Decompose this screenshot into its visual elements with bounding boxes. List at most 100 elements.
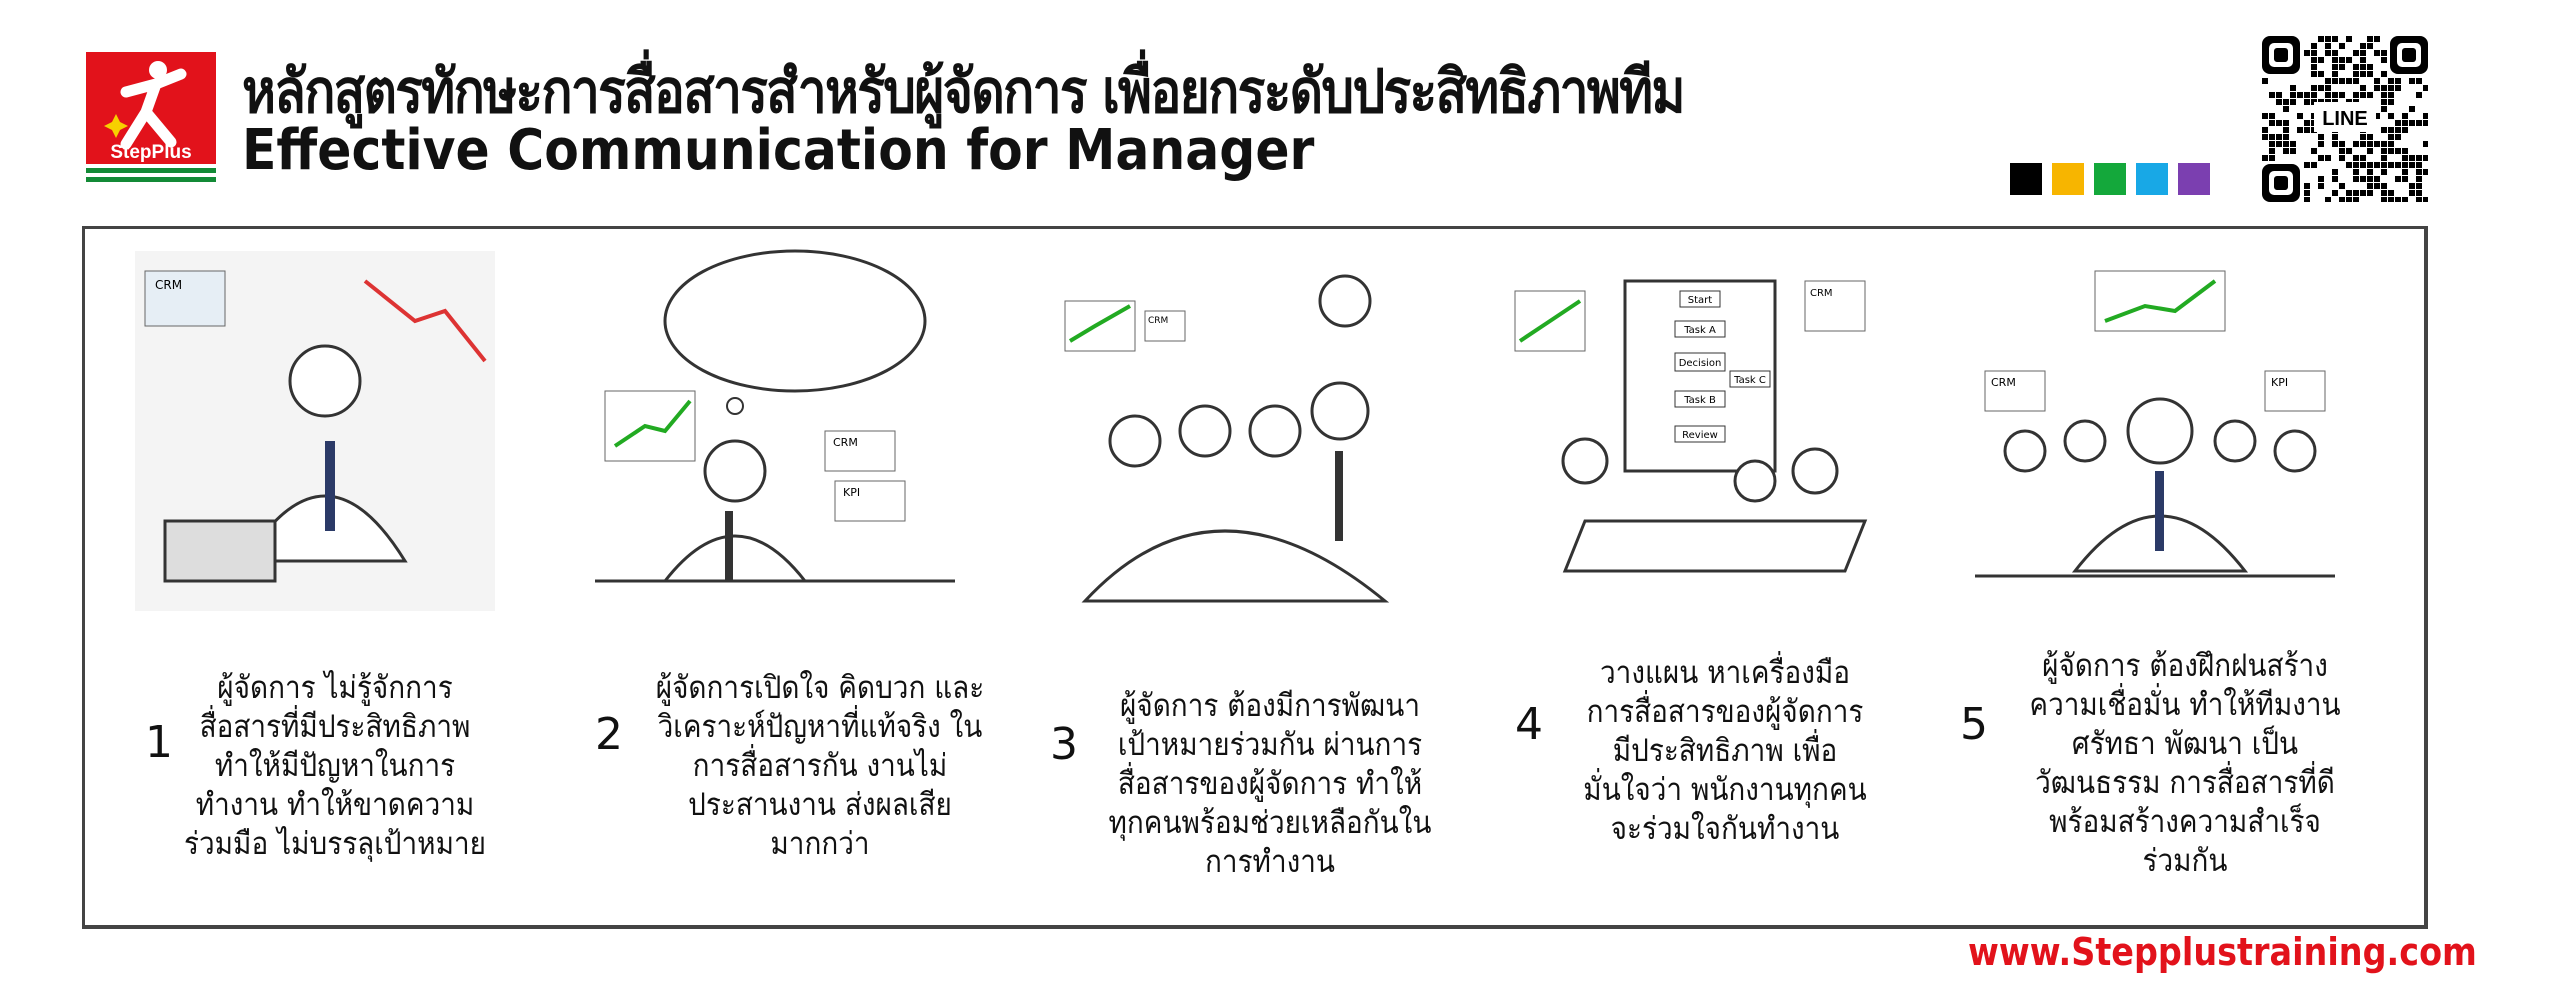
qr-module: [2416, 169, 2422, 175]
qr-module: [2367, 183, 2373, 189]
svg-text:Task B: Task B: [1683, 395, 1716, 406]
step-number: 2: [595, 709, 623, 760]
qr-module: [2276, 141, 2282, 147]
qr-module: [2353, 155, 2359, 161]
qr-module: [2402, 120, 2408, 126]
step-panel-2: CRM KPI 2 ผู้จัดการเปิดใจ คิดบวก และ วิเ…: [555, 229, 1015, 929]
qr-module: [2290, 148, 2296, 154]
qr-module: [2423, 85, 2428, 91]
qr-module: [2353, 71, 2359, 77]
qr-module: [2325, 50, 2331, 56]
illustration-thinking-manager: CRM KPI: [595, 249, 955, 583]
qr-module: [2367, 43, 2373, 49]
qr-module: [2304, 50, 2310, 56]
steps-frame: CRM 1 ผู้จัดการ ไม่รู้จักการ สื่อสารที่ม…: [82, 226, 2428, 929]
qr-module: [2416, 120, 2422, 126]
swatch-green: [2094, 163, 2126, 195]
qr-module: [2367, 169, 2373, 175]
qr-module: [2318, 71, 2324, 77]
qr-module: [2402, 197, 2408, 202]
qr-module: [2374, 176, 2380, 182]
qr-module: [2353, 197, 2359, 202]
qr-module: [2346, 148, 2352, 154]
qr-module: [2402, 155, 2408, 161]
qr-module: [2374, 36, 2380, 42]
qr-module: [2283, 134, 2289, 140]
qr-module: [2416, 78, 2422, 84]
step-panel-5: CRM KPI 5 ผู้จัดการ ต้องฝึกฝนสร้าง ความเ…: [1935, 229, 2395, 929]
qr-module: [2262, 155, 2268, 161]
qr-module: [2381, 57, 2387, 63]
qr-module: [2367, 134, 2373, 140]
qr-module: [2395, 127, 2401, 133]
qr-module: [2388, 92, 2394, 98]
qr-label: LINE: [2322, 108, 2368, 130]
svg-text:Review: Review: [1682, 430, 1718, 441]
qr-module: [2332, 57, 2338, 63]
qr-module: [2325, 85, 2331, 91]
qr-module: [2332, 78, 2338, 84]
qr-module: [2332, 71, 2338, 77]
qr-module: [2360, 43, 2366, 49]
qr-module: [2381, 85, 2387, 91]
qr-module: [2353, 50, 2359, 56]
swatch-blue: [2136, 163, 2168, 195]
svg-text:Task C: Task C: [1733, 375, 1766, 386]
qr-module: [2304, 92, 2310, 98]
qr-module: [2381, 190, 2387, 196]
step-number: 4: [1515, 699, 1543, 750]
step-panel-1: CRM 1 ผู้จัดการ ไม่รู้จักการ สื่อสารที่ม…: [95, 229, 555, 929]
svg-text:CRM: CRM: [833, 436, 858, 449]
qr-module: [2381, 92, 2387, 98]
qr-module: [2332, 134, 2338, 140]
step-caption: ผู้จัดการ ต้องมีการพัฒนา เป้าหมายร่วมกัน…: [1108, 688, 1432, 880]
qr-module: [2416, 155, 2422, 161]
qr-module: [2416, 176, 2422, 182]
qr-module: [2262, 113, 2268, 119]
qr-module: [2269, 134, 2275, 140]
qr-module: [2339, 92, 2345, 98]
qr-module: [2367, 71, 2373, 77]
qr-module: [2402, 162, 2408, 168]
qr-module: [2388, 190, 2394, 196]
qr-module: [2262, 78, 2268, 84]
svg-text:CRM: CRM: [1991, 376, 2016, 389]
step-caption: ผู้จัดการ ต้องฝึกฝนสร้าง ความเชื่อมั่น ท…: [2029, 648, 2341, 879]
qr-module: [2346, 162, 2352, 168]
qr-module: [2346, 36, 2352, 42]
qr-module: [2388, 99, 2394, 105]
qr-module: [2374, 50, 2380, 56]
qr-module: [2346, 57, 2352, 63]
qr-module: [2353, 78, 2359, 84]
qr-module: [2353, 141, 2359, 147]
qr-module: [2409, 106, 2415, 112]
qr-module: [2409, 183, 2415, 189]
qr-module: [2381, 106, 2387, 112]
qr-module: [2409, 190, 2415, 196]
qr-module: [2360, 57, 2366, 63]
qr-module: [2388, 148, 2394, 154]
qr-module: [2269, 141, 2275, 147]
qr-module: [2339, 57, 2345, 63]
qr-module: [2325, 36, 2331, 42]
qr-module: [2339, 197, 2345, 202]
svg-text:StepPlus: StepPlus: [110, 142, 191, 163]
qr-module: [2395, 176, 2401, 182]
qr-module: [2367, 141, 2373, 147]
step-panel-4: Start Task A Decision Task B Task C Revi…: [1475, 229, 1935, 929]
qr-module: [2290, 99, 2296, 105]
qr-module: [2353, 176, 2359, 182]
svg-text:Start: Start: [1688, 295, 1713, 306]
qr-module: [2311, 162, 2317, 168]
qr-module: [2332, 141, 2338, 147]
qr-module: [2388, 127, 2394, 133]
qr-module: [2388, 134, 2394, 140]
website-link[interactable]: www.Stepplustraining.com: [1968, 930, 2477, 974]
qr-module: [2311, 43, 2317, 49]
qr-module: [2269, 148, 2275, 154]
qr-module: [2402, 127, 2408, 133]
qr-module: [2332, 190, 2338, 196]
qr-module: [2409, 78, 2415, 84]
line-qr-code[interactable]: LINE: [2262, 36, 2428, 202]
qr-module: [2416, 92, 2422, 98]
